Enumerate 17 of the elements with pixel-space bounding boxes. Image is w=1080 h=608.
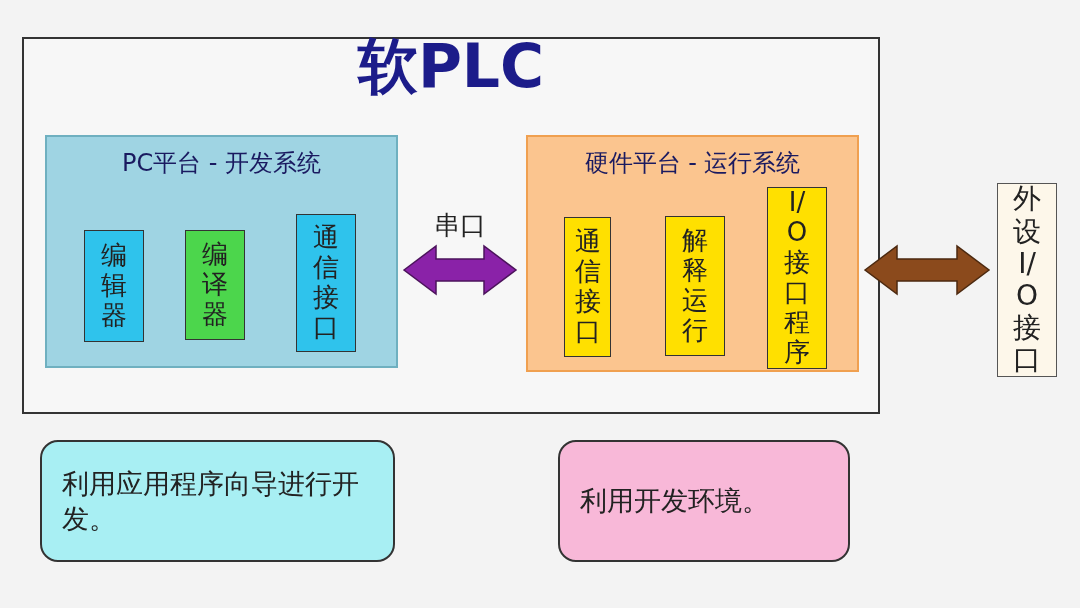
module-box: I/O接口程序 (767, 187, 827, 369)
system-frame (22, 37, 880, 414)
platform-panel (526, 135, 859, 372)
note-box: 利用开发环境。 (558, 440, 850, 562)
main-title: 软PLC (357, 30, 545, 103)
double-arrow (863, 244, 991, 296)
module-box: 通信接口 (296, 214, 356, 352)
note-box: 利用应用程序向导进行开发。 (40, 440, 395, 562)
module-box: 编译器 (185, 230, 245, 340)
module-box: 通信接口 (564, 217, 611, 357)
interface-box: 外设I/O接口 (997, 183, 1057, 377)
platform-panel (45, 135, 398, 368)
module-box: 解释运行 (665, 216, 725, 356)
panel-title: 硬件平台 - 运行系统 (584, 148, 801, 179)
panel-title: PC平台 - 开发系统 (121, 148, 322, 179)
module-box: 编辑器 (84, 230, 144, 342)
double-arrow (402, 244, 518, 296)
